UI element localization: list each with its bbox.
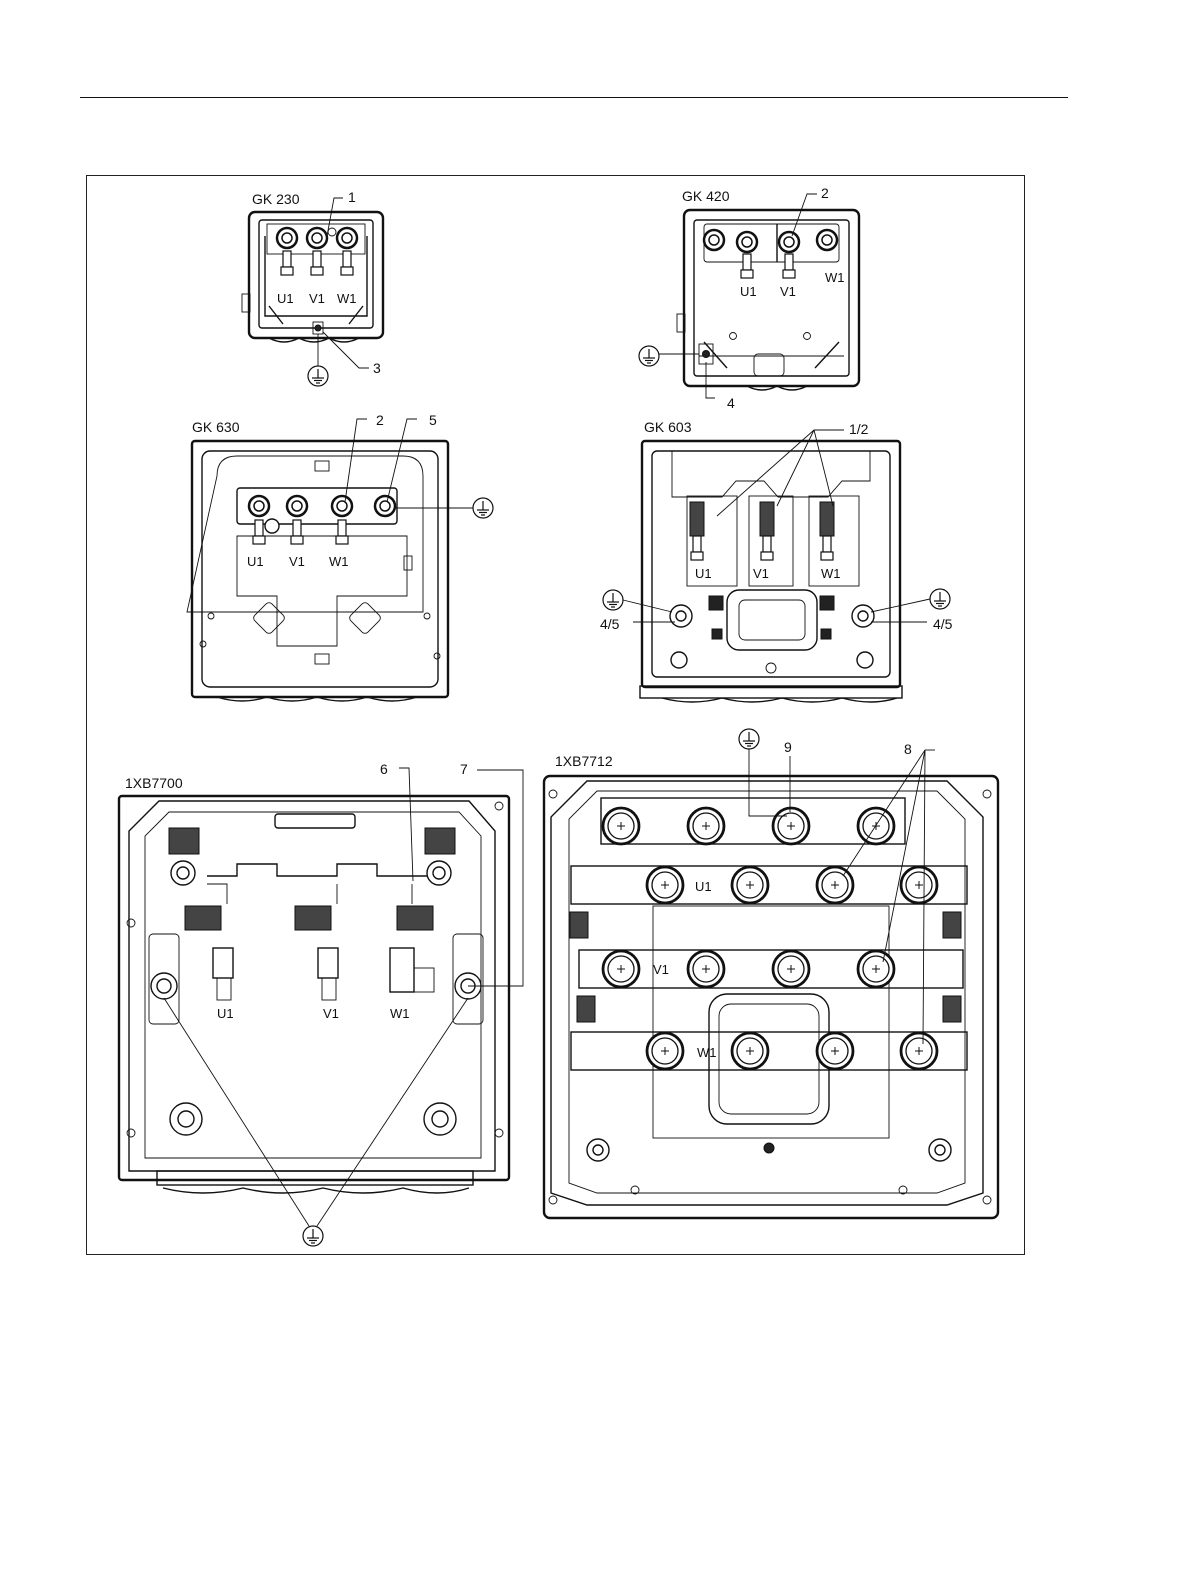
callout-number: 4 <box>727 395 735 411</box>
terminal-label: W1 <box>337 291 357 306</box>
terminal-label: W1 <box>825 270 845 285</box>
callout-number: 8 <box>904 741 912 757</box>
box-1xb7712: 1XB7712 <box>544 729 998 1218</box>
callout-number: 7 <box>460 761 468 777</box>
ground-icon <box>739 729 759 749</box>
callout-number: 5 <box>429 412 437 428</box>
terminal-label: U1 <box>740 284 757 299</box>
terminal-label: U1 <box>695 566 712 581</box>
box-gk420: GK 420 U1 V1 W1 2 4 <box>639 185 859 411</box>
callout-number: 3 <box>373 360 381 376</box>
terminal-label: V1 <box>289 554 305 569</box>
box-gk603: GK 603 U1 V1 W1 1/2 <box>600 419 953 702</box>
callout-number: 2 <box>376 412 384 428</box>
terminal-label: V1 <box>309 291 325 306</box>
terminal-label: W1 <box>821 566 841 581</box>
header-rule <box>80 97 1068 98</box>
terminal-label: U1 <box>247 554 264 569</box>
ground-icon <box>603 590 623 610</box>
box-title: GK 603 <box>644 419 692 435</box>
terminal-label: W1 <box>697 1045 717 1060</box>
terminal-label: V1 <box>780 284 796 299</box>
box-1xb7700: 1XB7700 U1 <box>119 761 523 1246</box>
terminal-label: V1 <box>323 1006 339 1021</box>
terminal-label: V1 <box>653 962 669 977</box>
box-gk630: GK 630 U1 V1 W1 2 5 <box>187 412 493 701</box>
ground-icon <box>639 346 659 366</box>
callout-number: 9 <box>784 739 792 755</box>
callout-number: 1 <box>348 189 356 205</box>
terminal-label: W1 <box>329 554 349 569</box>
callout-number: 4/5 <box>933 616 953 632</box>
terminal-label: U1 <box>277 291 294 306</box>
ground-icon <box>303 1226 323 1246</box>
callout-number: 4/5 <box>600 616 620 632</box>
terminal-label: W1 <box>390 1006 410 1021</box>
box-title: GK 230 <box>252 191 300 207</box>
terminal-label: U1 <box>695 879 712 894</box>
callout-number: 2 <box>821 185 829 201</box>
box-title: GK 420 <box>682 188 730 204</box>
terminal-box-figure: GK 230 U1 V1 W1 1 3 GK 420 <box>86 175 1025 1255</box>
terminal-label: U1 <box>217 1006 234 1021</box>
box-gk230: GK 230 U1 V1 W1 1 3 <box>242 189 383 386</box>
callout-number: 6 <box>380 761 388 777</box>
ground-icon <box>930 589 950 609</box>
terminal-label: V1 <box>753 566 769 581</box>
box-title: 1XB7700 <box>125 775 183 791</box>
ground-icon <box>308 366 328 386</box>
box-title: 1XB7712 <box>555 753 613 769</box>
callout-number: 1/2 <box>849 421 869 437</box>
box-title: GK 630 <box>192 419 240 435</box>
ground-icon <box>473 498 493 518</box>
